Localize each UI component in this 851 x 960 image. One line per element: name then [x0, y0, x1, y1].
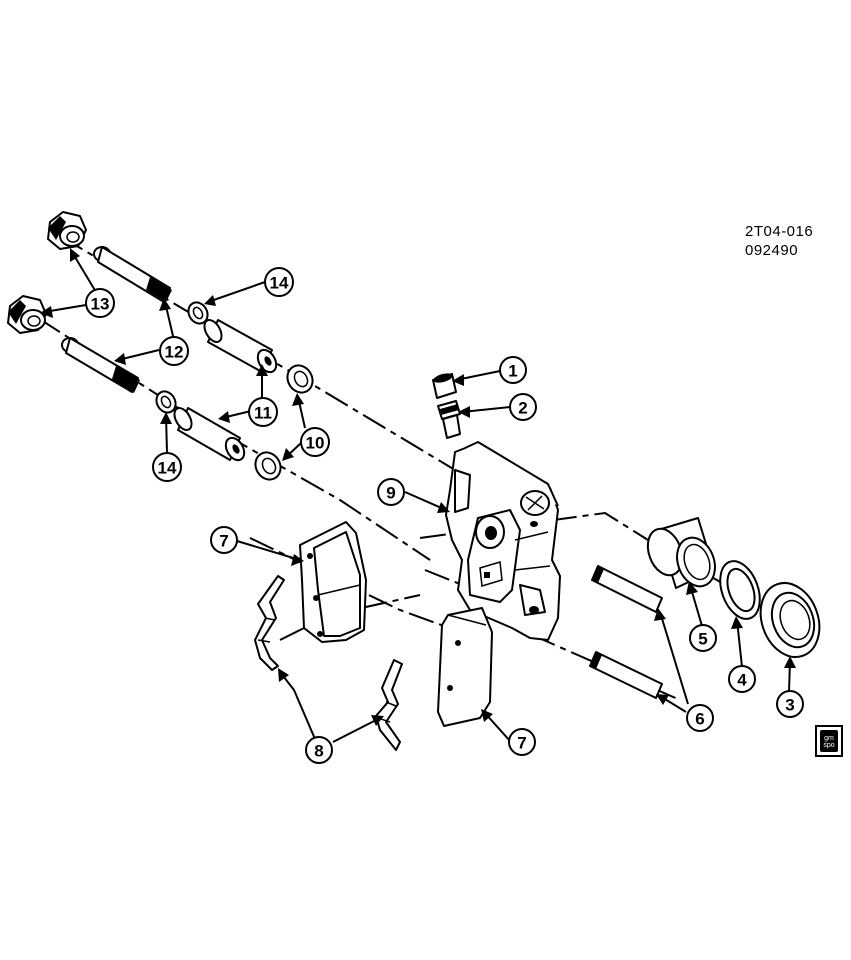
svg-text:14: 14 — [158, 459, 177, 478]
svg-text:3: 3 — [785, 696, 794, 715]
svg-text:13: 13 — [91, 295, 110, 314]
callout-14-lower: 14 — [152, 452, 182, 482]
callout-6: 6 — [686, 704, 714, 732]
caliper-pin-sleeve-lower — [589, 651, 663, 699]
svg-text:7: 7 — [517, 734, 526, 753]
bolt-head-lower — [7, 295, 47, 334]
svg-text:4: 4 — [737, 671, 747, 690]
gm-spo-logo-text: gm spo — [820, 730, 838, 752]
svg-text:12: 12 — [165, 343, 184, 362]
bushing-sleeve-lower — [173, 407, 246, 462]
svg-text:14: 14 — [270, 274, 289, 293]
brake-pad-outboard — [437, 607, 493, 727]
piston-dust-boot — [759, 582, 821, 658]
callout-13: 13 — [85, 288, 115, 318]
callout-14-upper: 14 — [264, 267, 294, 297]
callout-7-lower: 7 — [508, 728, 536, 756]
bushing-boot-upper — [286, 364, 314, 394]
callout-5: 5 — [689, 624, 717, 652]
svg-text:5: 5 — [698, 630, 707, 649]
anti-rattle-spring-left — [254, 575, 285, 671]
svg-text:9: 9 — [386, 484, 395, 503]
svg-text:11: 11 — [254, 404, 272, 423]
callout-8: 8 — [305, 736, 333, 764]
callout-12: 12 — [159, 336, 189, 366]
leader-lines — [40, 248, 796, 747]
o-ring-upper — [187, 301, 209, 325]
bolt-head-upper — [47, 211, 87, 250]
drawing-code-line2: 092490 — [745, 242, 799, 259]
svg-text:10: 10 — [306, 434, 325, 453]
drawing-code: 2T04-016 092490 — [745, 222, 813, 260]
bleeder-valve — [437, 400, 461, 439]
svg-text:7: 7 — [219, 532, 228, 551]
bushing-sleeve-upper — [203, 319, 278, 374]
piston-seal — [719, 560, 761, 620]
svg-text:6: 6 — [695, 710, 704, 729]
callout-11: 11 — [248, 397, 278, 427]
anti-rattle-spring-right — [375, 659, 403, 751]
callout-2: 2 — [509, 393, 537, 421]
bolt-upper — [93, 246, 172, 303]
caliper-pin-sleeve-upper — [591, 565, 663, 613]
drawing-code-line1: 2T04-016 — [745, 223, 814, 240]
callout-10: 10 — [300, 427, 330, 457]
svg-text:8: 8 — [314, 742, 323, 761]
callout-4: 4 — [728, 665, 756, 693]
gm-spo-logo-icon: gm spo — [815, 725, 843, 757]
callout-7-upper: 7 — [210, 526, 238, 554]
bolt-lower — [61, 337, 140, 393]
callout-1: 1 — [499, 356, 527, 384]
svg-text:1: 1 — [508, 362, 517, 381]
caliper-housing — [445, 441, 561, 641]
callout-9: 9 — [377, 478, 405, 506]
bushing-boot-lower — [254, 451, 282, 481]
caliper-piston — [646, 517, 716, 589]
bleeder-valve-cap — [432, 373, 457, 399]
svg-text:2: 2 — [518, 399, 527, 418]
o-ring-lower — [155, 390, 177, 414]
callout-3: 3 — [776, 690, 804, 718]
brake-pad-inboard — [299, 521, 367, 643]
